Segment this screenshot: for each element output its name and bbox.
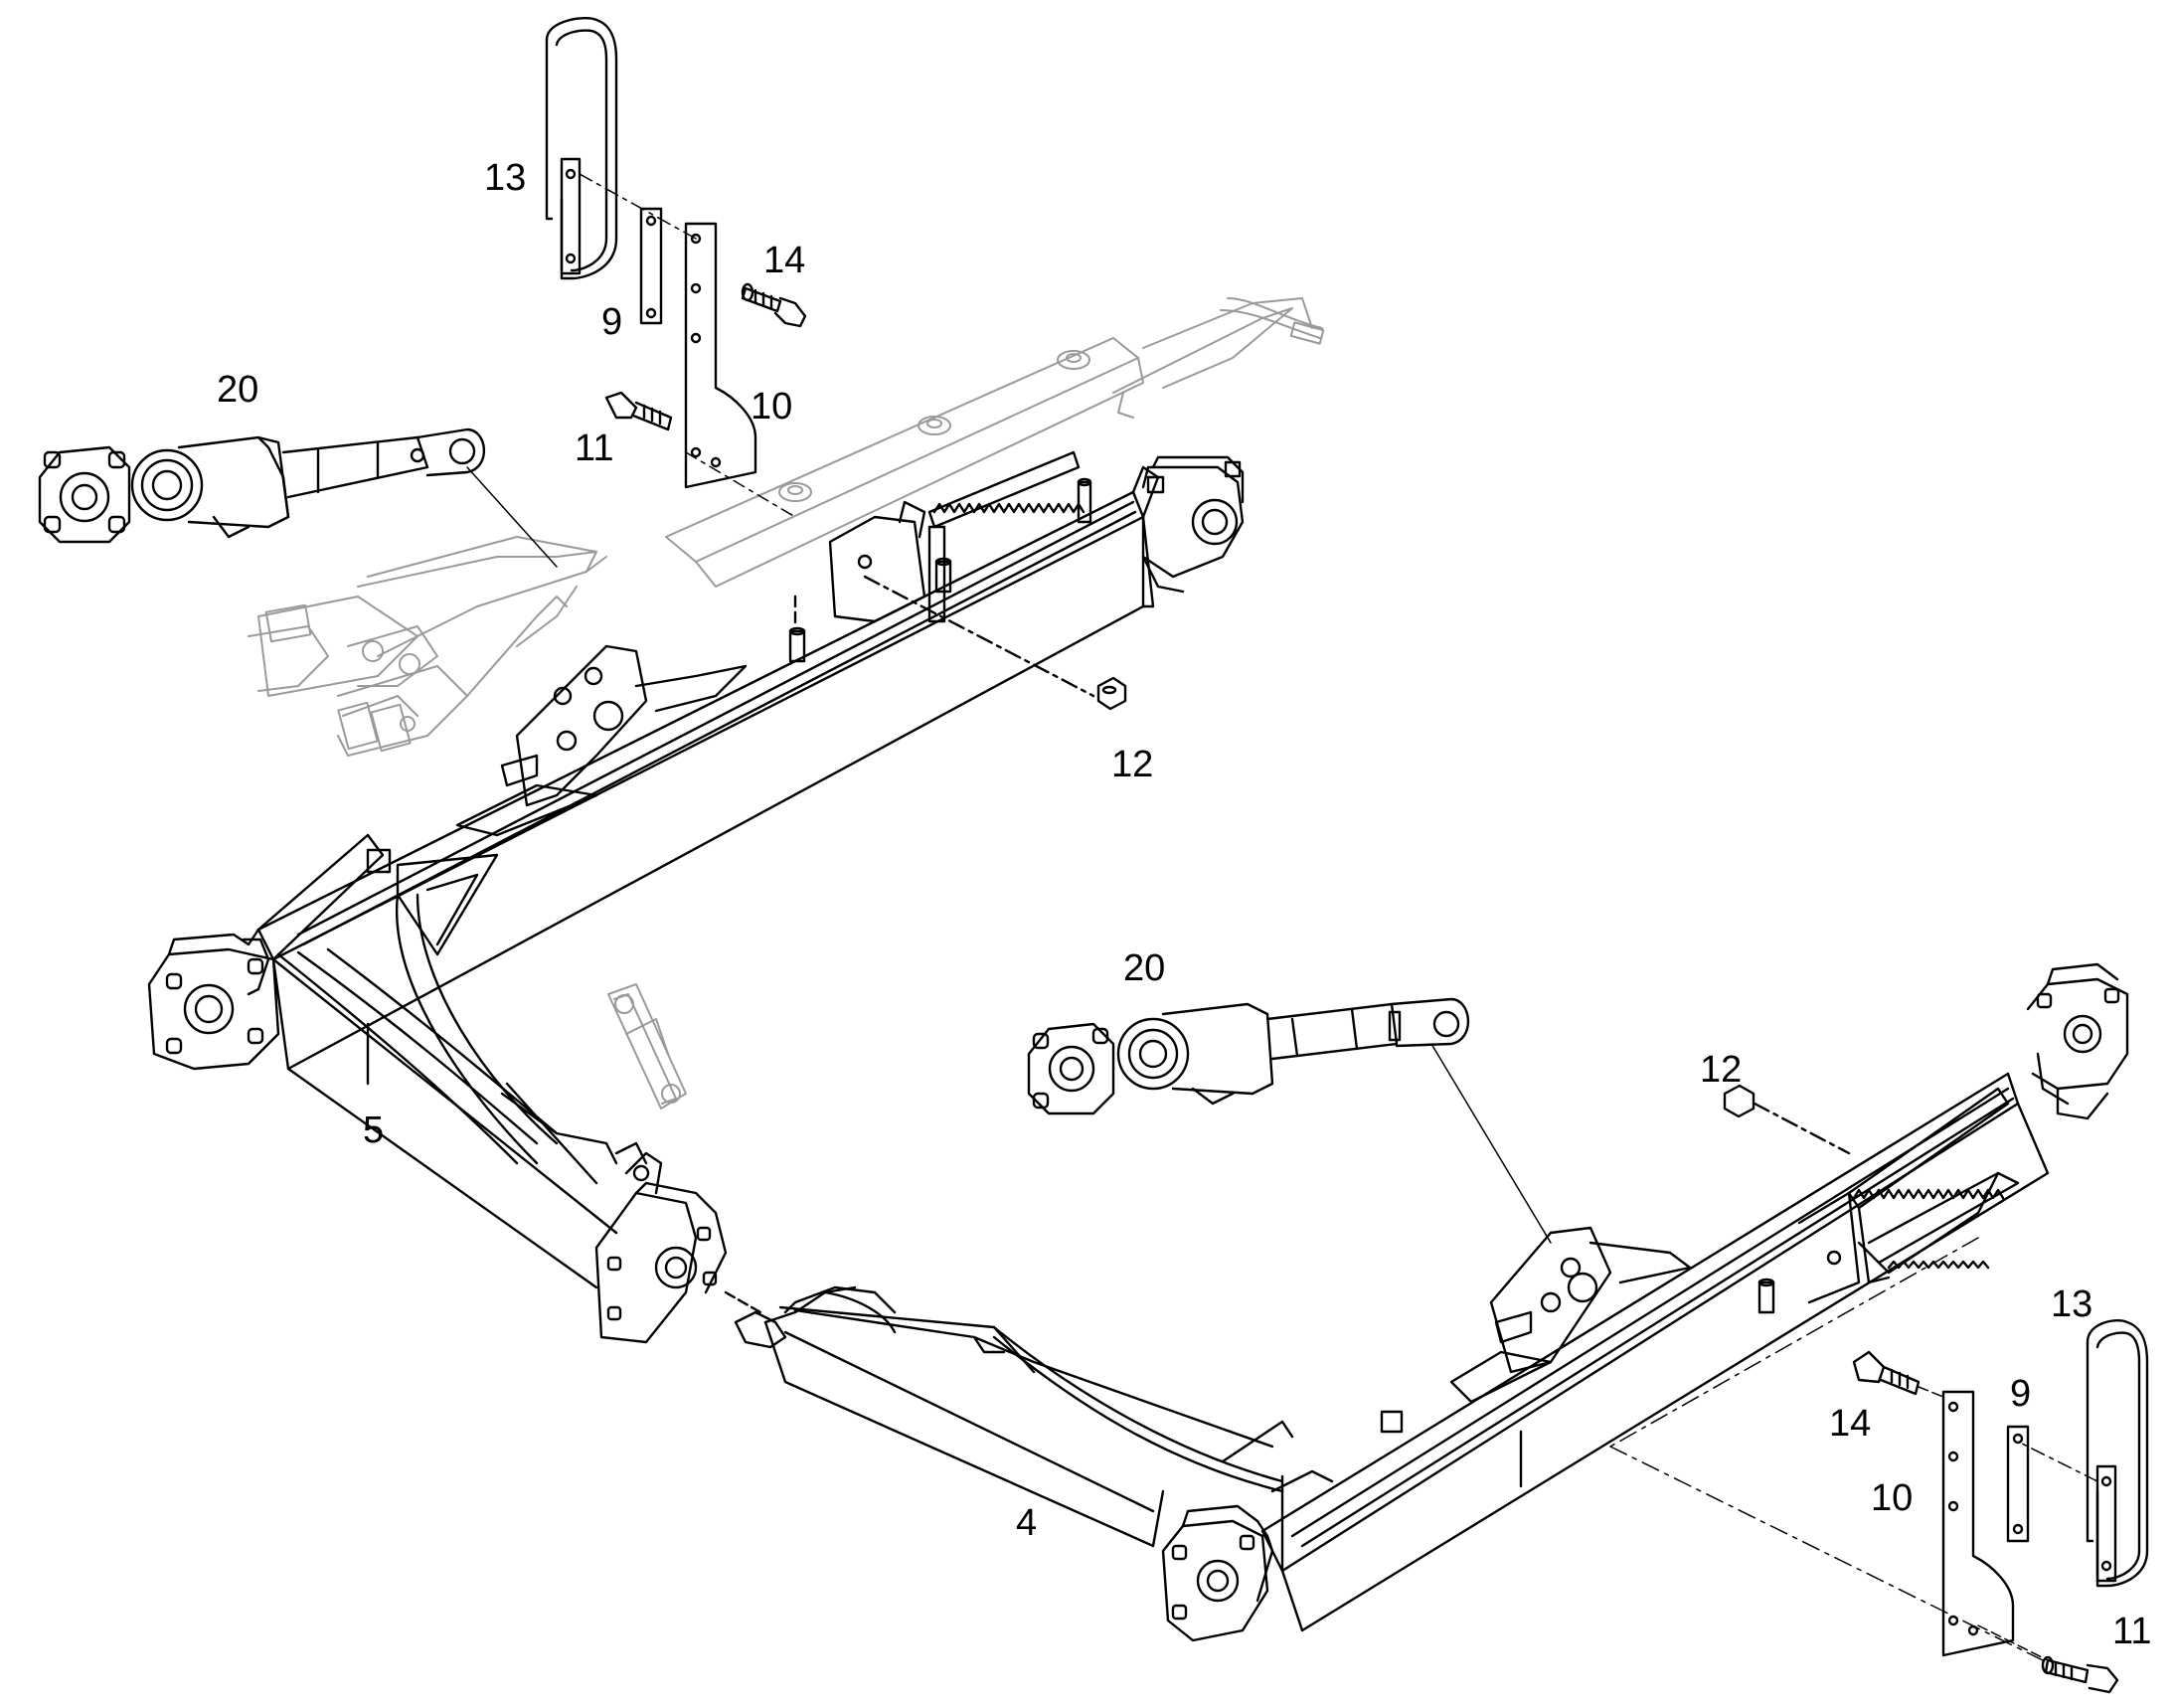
cylinder-part-20-lower (1027, 997, 1552, 1244)
callout-11-upper: 11 (575, 427, 614, 469)
callout-12-upper: 12 (1111, 744, 1154, 785)
callout-4: 4 (1016, 1502, 1038, 1544)
callout-10-upper: 10 (751, 386, 793, 427)
hardware-set-upper (545, 17, 807, 518)
callout-5: 5 (363, 1110, 385, 1151)
callout-9-upper: 9 (601, 301, 623, 343)
cylinder-part-20-upper (38, 427, 558, 568)
frame-part-4 (734, 962, 2129, 1642)
callout-10-lower: 10 (1871, 1477, 1914, 1519)
callout-13-upper: 13 (484, 157, 527, 199)
ghost-linkage-assembly (248, 297, 1325, 1110)
callout-14-upper: 14 (763, 240, 806, 281)
callout-9-lower: 9 (2010, 1373, 2032, 1415)
frame-part-5 (147, 450, 1245, 1344)
callout-14-lower: 14 (1829, 1403, 1872, 1445)
callout-20-upper: 20 (217, 369, 259, 411)
callout-12-lower: 12 (1700, 1049, 1743, 1091)
callout-11-lower: 11 (2112, 1611, 2152, 1652)
callout-20-lower: 20 (1123, 947, 1166, 989)
callout-13-lower: 13 (2051, 1283, 2093, 1325)
hardware-set-lower (1609, 1237, 2149, 1694)
